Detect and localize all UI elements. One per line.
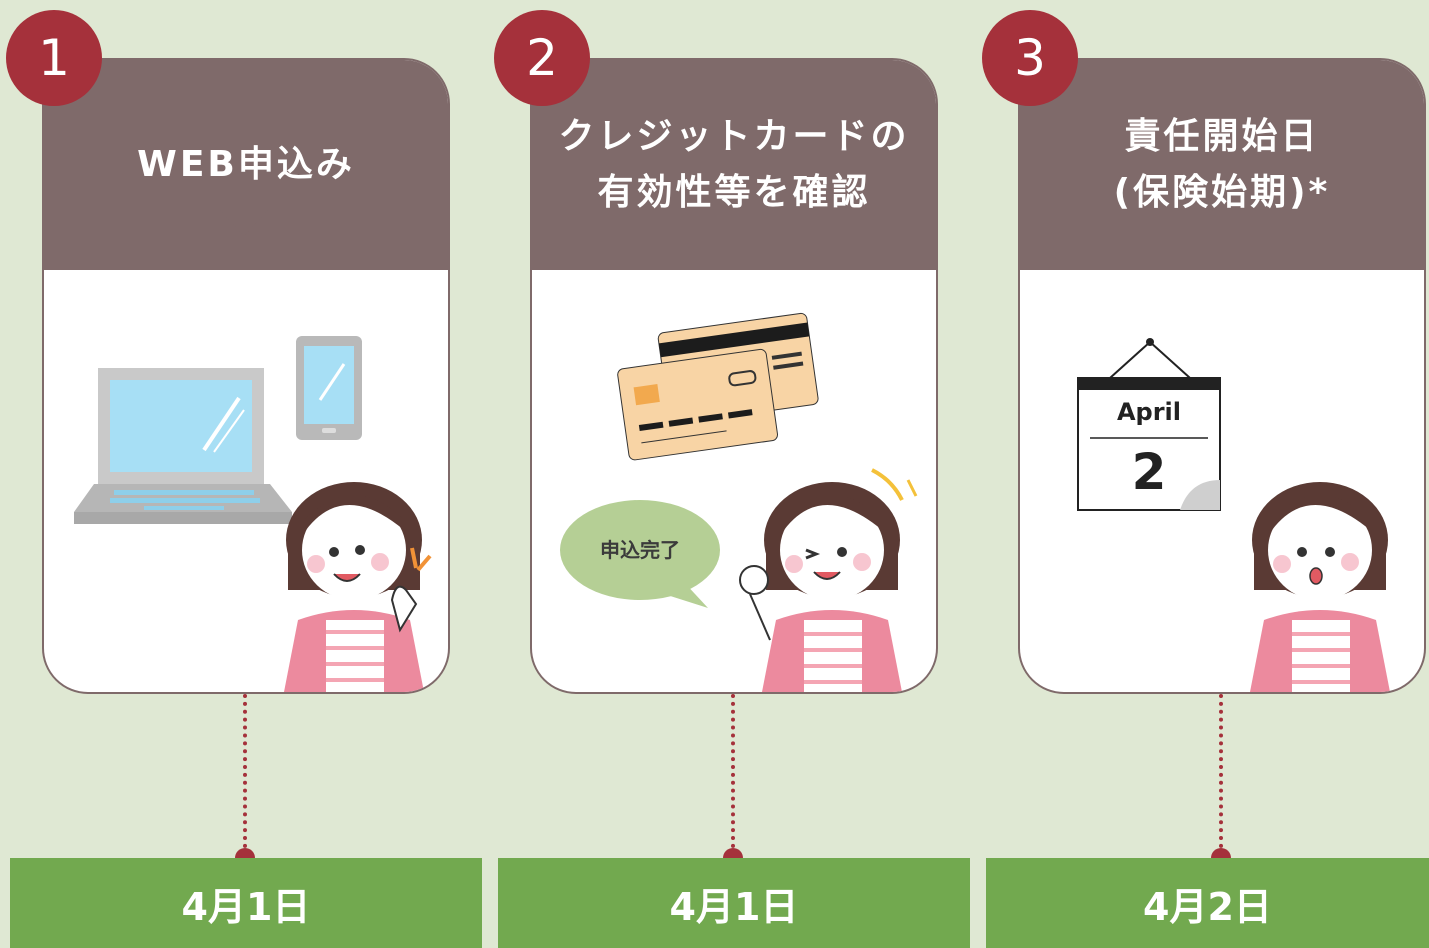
timeline-connector <box>243 694 247 856</box>
header-notch <box>706 208 758 236</box>
step-3: 責任開始日 (保険始期)* <box>976 0 1429 948</box>
step-card: 責任開始日 (保険始期)* <box>1018 58 1426 694</box>
credit-card-icon <box>617 312 819 461</box>
timeline-connector <box>731 694 735 856</box>
header-notch <box>218 208 270 236</box>
woman-pointing-icon <box>284 482 432 692</box>
header-notch <box>1194 208 1246 236</box>
timeline-connector <box>1219 694 1223 856</box>
step-title-line: (保険始期)* <box>1113 172 1331 213</box>
woman-ok-sign-icon <box>739 468 918 692</box>
step-title-line: クレジットカードの <box>558 116 910 157</box>
step-number-badge: 1 <box>6 10 102 106</box>
laptop-smartphone-illustration <box>74 336 432 692</box>
step-title-line: WEB申込み <box>137 144 355 185</box>
calendar-month: April <box>1116 398 1182 426</box>
step-number-badge: 3 <box>982 10 1078 106</box>
woman-surprised-icon <box>1250 482 1390 692</box>
calendar-icon <box>1077 338 1221 511</box>
calendar-day: 2 <box>1131 443 1167 501</box>
date-bar: 4月2日 <box>986 858 1429 948</box>
step-card: クレジットカードの 有効性等を確認 <box>530 58 938 694</box>
step-number-badge: 2 <box>494 10 590 106</box>
date-bar: 4月1日 <box>498 858 970 948</box>
step-title-line: 責任開始日 <box>1124 116 1320 157</box>
credit-card-illustration <box>560 312 918 692</box>
date-bar: 4月1日 <box>10 858 482 948</box>
step-title-line: 有効性等を確認 <box>597 172 871 213</box>
step-1: WEB申込み <box>0 0 490 948</box>
speech-bubble-icon <box>560 500 720 608</box>
step-card: WEB申込み <box>42 58 450 694</box>
speech-bubble-text: 申込完了 <box>600 538 680 562</box>
step-2: クレジットカードの 有効性等を確認 <box>488 0 978 948</box>
calendar-illustration <box>1077 338 1390 692</box>
